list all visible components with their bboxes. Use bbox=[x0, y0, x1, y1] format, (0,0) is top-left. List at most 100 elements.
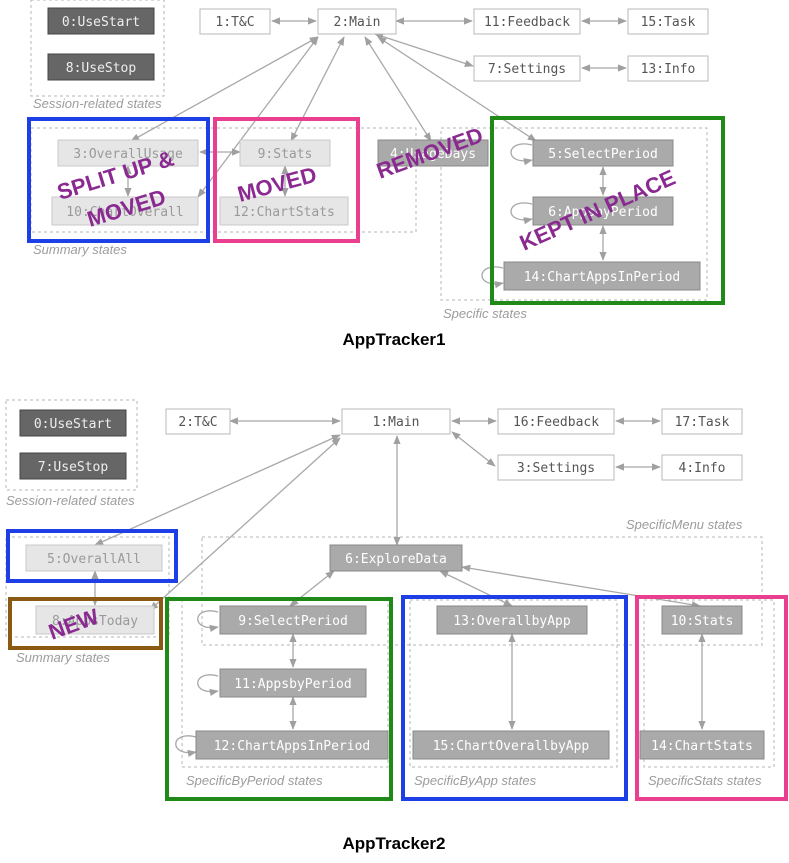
svg-text:12:ChartStats: 12:ChartStats bbox=[233, 205, 335, 220]
highlight-box-green bbox=[490, 116, 725, 305]
state-chart-overall-by-app: 15:ChartOverallbyApp bbox=[412, 730, 610, 760]
specific-menu-group-box bbox=[201, 536, 763, 646]
svg-text:8:AppsToday: 8:AppsToday bbox=[52, 614, 138, 629]
svg-text:0:UseStart: 0:UseStart bbox=[34, 417, 112, 432]
group-label-session-2: Session-related states bbox=[6, 493, 135, 508]
state-info-2: 4:Info bbox=[661, 454, 743, 481]
edge-main-overall bbox=[130, 36, 319, 142]
state-main-2: 1:Main bbox=[341, 408, 451, 435]
svg-text:1:Main: 1:Main bbox=[373, 415, 420, 430]
state-apps-by-period-2: 11:AppsbyPeriod bbox=[219, 668, 367, 698]
svg-text:11:Feedback: 11:Feedback bbox=[484, 15, 570, 30]
state-use-start-2: 0:UseStart bbox=[19, 409, 127, 437]
self-loop-selectperiod-2 bbox=[197, 610, 219, 633]
group-label-summary-2: Summary states bbox=[16, 650, 110, 665]
svg-text:10:ChartOverall: 10:ChartOverall bbox=[66, 205, 183, 220]
stats-group-box bbox=[643, 599, 775, 768]
state-tc-2: 2:T&C bbox=[165, 408, 231, 435]
highlight-box-blue bbox=[27, 117, 210, 243]
state-apps-by-period: 6:AppsbyPeriod bbox=[532, 196, 674, 226]
apptracker1-diagram: 0:UseStart 8:UseStop 1:T&C 2:Main 11:Fee… bbox=[27, 0, 725, 349]
highlight-box-blue-2 bbox=[6, 529, 178, 583]
svg-text:14:ChartStats: 14:ChartStats bbox=[651, 739, 753, 754]
svg-text:7:UseStop: 7:UseStop bbox=[38, 460, 109, 475]
svg-text:4:Info: 4:Info bbox=[679, 461, 726, 476]
edge-exploredata-stats bbox=[461, 564, 701, 609]
highlight-box-blue-3 bbox=[401, 595, 628, 801]
group-label-by-period: SpecificByPeriod states bbox=[186, 773, 323, 788]
svg-text:9:SelectPeriod: 9:SelectPeriod bbox=[238, 614, 348, 629]
apptracker2-diagram: 0:UseStart 7:UseStop 2:T&C 1:Main 16:Fee… bbox=[5, 399, 788, 853]
svg-text:15:ChartOverallbyApp: 15:ChartOverallbyApp bbox=[433, 739, 590, 754]
svg-text:13:OverallbyApp: 13:OverallbyApp bbox=[453, 614, 571, 629]
svg-text:14:ChartAppsInPeriod: 14:ChartAppsInPeriod bbox=[524, 270, 681, 285]
svg-text:16:Feedback: 16:Feedback bbox=[513, 415, 599, 430]
svg-text:2:Main: 2:Main bbox=[334, 15, 381, 30]
state-task: 15:Task bbox=[627, 8, 709, 35]
state-main: 2:Main bbox=[317, 8, 397, 35]
svg-text:13:Info: 13:Info bbox=[641, 62, 696, 77]
svg-text:6:AppsbyPeriod: 6:AppsbyPeriod bbox=[548, 205, 658, 220]
group-label-by-app: SpecificByApp states bbox=[414, 773, 537, 788]
self-loop-chartappsinperiod bbox=[481, 266, 504, 289]
caption-apptracker1: AppTracker1 bbox=[343, 330, 446, 349]
state-settings-2: 3:Settings bbox=[497, 454, 615, 481]
state-overall-all: 5:OverallAll bbox=[25, 544, 163, 572]
svg-text:2:T&C: 2:T&C bbox=[178, 415, 217, 430]
state-stats: 9:Stats bbox=[239, 139, 331, 167]
highlight-box-pink-2 bbox=[635, 595, 788, 801]
self-loop-appsbyperiod-2 bbox=[197, 674, 219, 697]
highlight-box-pink bbox=[213, 117, 360, 243]
state-info: 13:Info bbox=[627, 55, 709, 82]
edge-main-overallall bbox=[94, 434, 341, 546]
group-label-session: Session-related states bbox=[33, 96, 162, 111]
state-explore-data: 6:ExploreData bbox=[329, 544, 463, 572]
specific-group-box bbox=[440, 127, 708, 301]
state-overall-usage: 3:OverallUsage bbox=[57, 139, 199, 167]
group-label-stats: SpecificStats states bbox=[648, 773, 762, 788]
svg-text:7:Settings: 7:Settings bbox=[488, 62, 566, 77]
state-chart-overall: 10:ChartOverall bbox=[51, 196, 199, 226]
highlight-box-brown bbox=[8, 597, 163, 650]
state-usage-days: 4:UsageDays bbox=[377, 139, 489, 167]
svg-text:3:Settings: 3:Settings bbox=[517, 461, 595, 476]
state-select-period-2: 9:SelectPeriod bbox=[219, 605, 367, 635]
svg-text:11:AppsbyPeriod: 11:AppsbyPeriod bbox=[234, 677, 351, 692]
highlight-box-green-2 bbox=[165, 597, 393, 801]
self-loop-selectperiod bbox=[510, 143, 533, 166]
state-tc: 1:T&C bbox=[199, 8, 271, 35]
svg-text:15:Task: 15:Task bbox=[641, 15, 696, 30]
svg-text:0:UseStart: 0:UseStart bbox=[62, 15, 140, 30]
apptracker2-edges bbox=[91, 417, 706, 758]
state-chart-apps-in-period-2: 12:ChartAppsInPeriod bbox=[195, 730, 389, 760]
edge-main-appstoday bbox=[149, 437, 341, 611]
svg-text:5:OverallAll: 5:OverallAll bbox=[47, 552, 141, 567]
edge-main-settings bbox=[374, 33, 474, 67]
svg-text:4:UsageDays: 4:UsageDays bbox=[390, 147, 476, 162]
state-settings: 7:Settings bbox=[473, 55, 581, 82]
caption-apptracker2: AppTracker2 bbox=[343, 834, 446, 853]
svg-text:17:Task: 17:Task bbox=[675, 415, 730, 430]
group-label-specific: Specific states bbox=[443, 306, 527, 321]
svg-text:3:OverallUsage: 3:OverallUsage bbox=[73, 147, 183, 162]
state-apps-today: 8:AppsToday bbox=[35, 605, 155, 635]
state-chart-stats: 12:ChartStats bbox=[219, 196, 349, 226]
edge-main-selectperiod bbox=[377, 36, 537, 142]
svg-text:10:Stats: 10:Stats bbox=[671, 614, 734, 629]
state-stats-2: 10:Stats bbox=[661, 605, 743, 635]
edge-exploredata-overallbyapp bbox=[439, 570, 513, 607]
self-loop-appsbyperiod bbox=[510, 202, 533, 225]
svg-text:6:ExploreData: 6:ExploreData bbox=[345, 552, 447, 567]
self-loop-chartappsinperiod-2 bbox=[175, 735, 197, 758]
edge-main-usagedays bbox=[364, 36, 432, 142]
state-select-period: 5:SelectPeriod bbox=[532, 139, 674, 167]
svg-text:5:SelectPeriod: 5:SelectPeriod bbox=[548, 147, 658, 162]
state-use-stop: 8:UseStop bbox=[47, 53, 155, 81]
state-use-stop-2: 7:UseStop bbox=[19, 452, 127, 480]
svg-text:12:ChartAppsInPeriod: 12:ChartAppsInPeriod bbox=[214, 739, 371, 754]
edge-main-stats bbox=[290, 36, 345, 142]
svg-text:1:T&C: 1:T&C bbox=[215, 15, 254, 30]
edge-main-settings-2 bbox=[451, 431, 496, 467]
state-feedback: 11:Feedback bbox=[473, 8, 581, 35]
